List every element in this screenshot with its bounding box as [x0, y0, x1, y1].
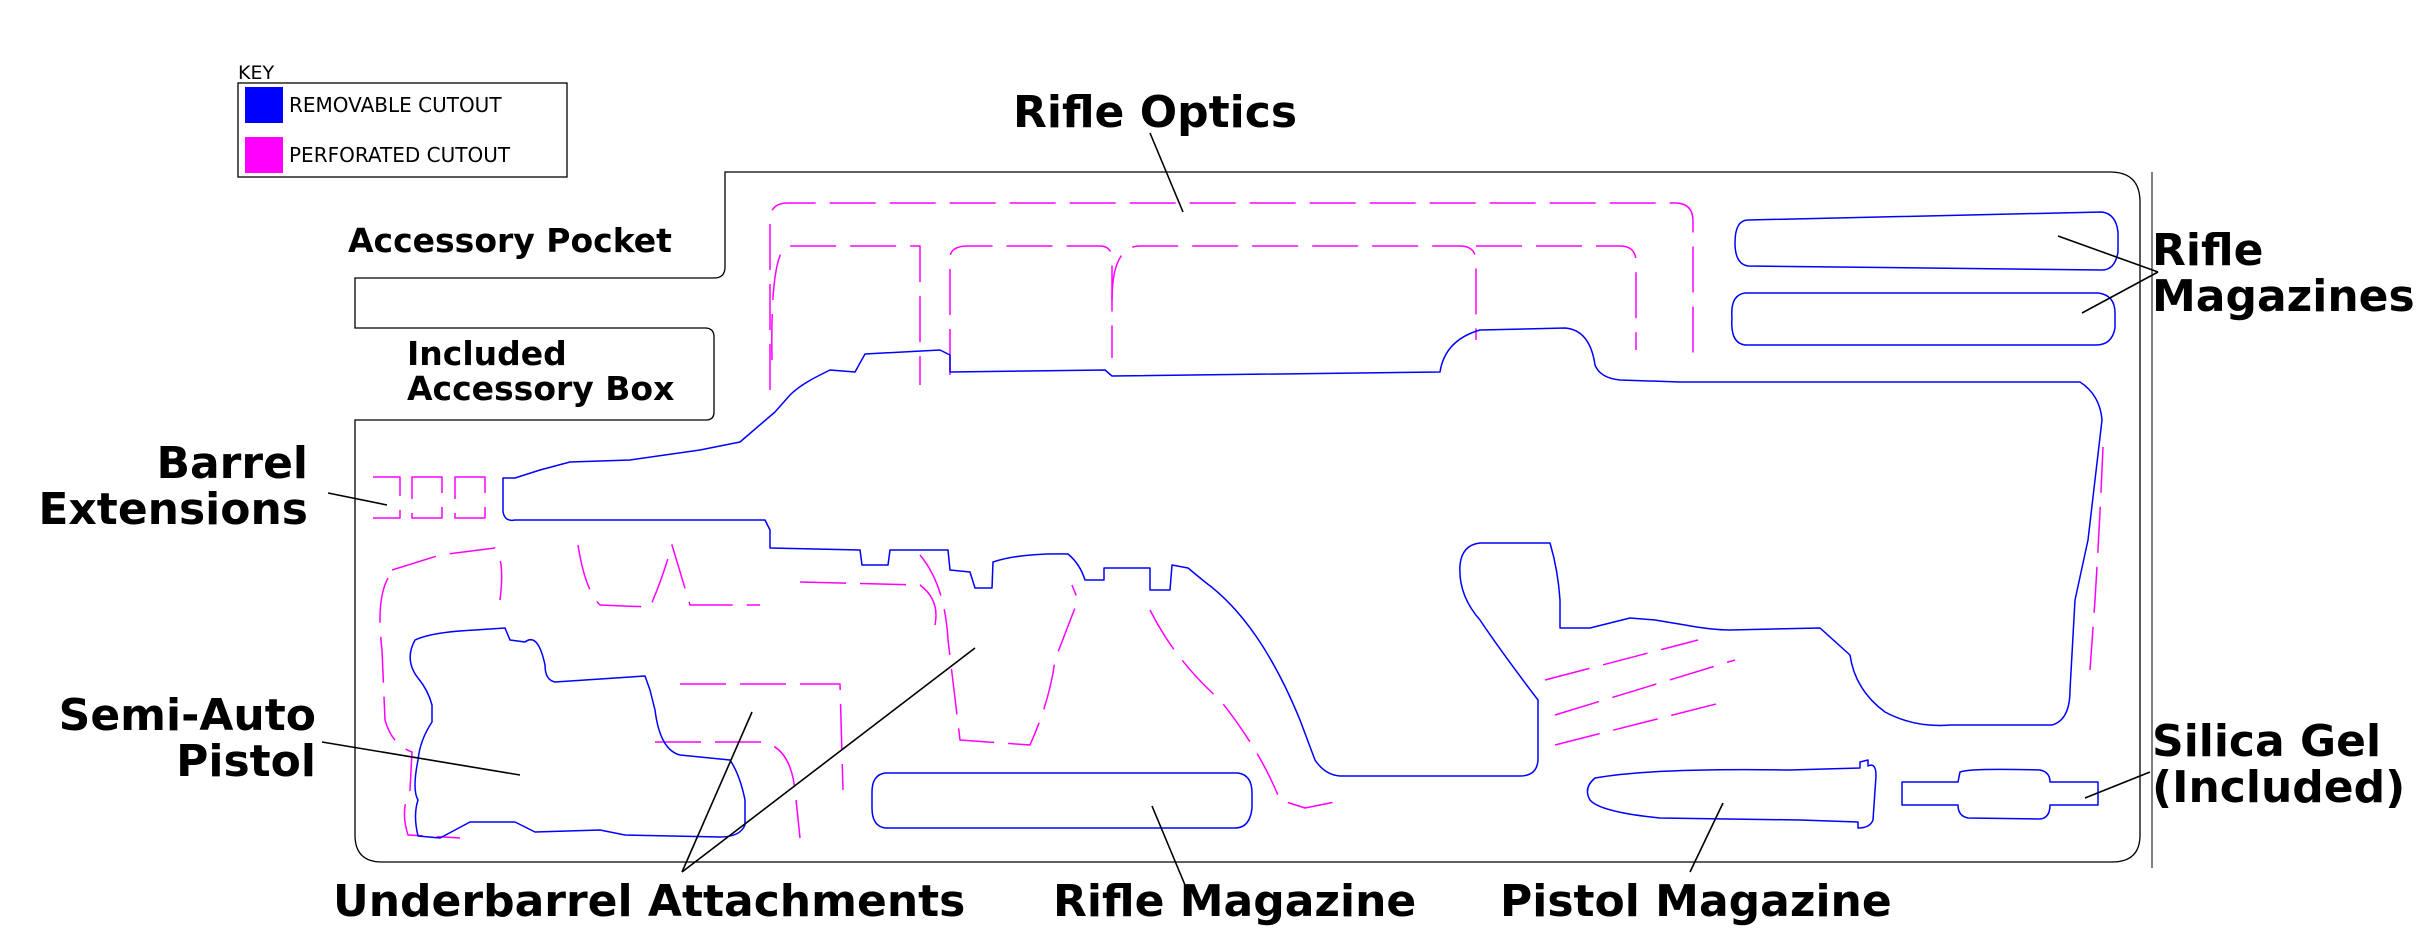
barrel-ext-2: [411, 476, 443, 519]
leader-rifle-mag-bottom: [2081, 271, 2159, 314]
leader-underbarrel-2: [681, 647, 976, 873]
rifle-cutout: [502, 327, 2103, 777]
leader-lines: [321, 132, 2159, 886]
labels: Rifle Optics Accessory Pocket Included A…: [38, 87, 2414, 927]
perforated-key-label: PERFORATED CUTOUT: [289, 143, 511, 167]
trigger-perf: [1149, 609, 1346, 809]
key-title: KEY: [238, 62, 274, 84]
grip-perf: [919, 554, 1079, 746]
label-included-line1: Included: [407, 334, 567, 373]
optics-slot-2: [949, 245, 1113, 375]
underbarrel-perf-2: [680, 683, 844, 791]
label-included-line2: Accessory Box: [407, 369, 674, 408]
optics-slot-3: [1111, 245, 1477, 340]
leader-rifle-optics: [1149, 132, 1184, 213]
underbarrel-perf-1: [577, 544, 760, 608]
perforated-cutouts: [373, 202, 2104, 839]
label-underbarrel: Underbarrel Attachments: [333, 876, 965, 927]
stock-perf-end: [2089, 446, 2104, 671]
leader-rifle-magazine: [1151, 805, 1186, 886]
pistol-cutout: [409, 627, 746, 839]
underbarrel-perf-3: [655, 741, 801, 839]
perforated-swatch: [245, 137, 283, 173]
silica-gel-cutout: [1901, 768, 2099, 820]
label-silica-line2: (Included): [2152, 762, 2405, 813]
leader-barrel: [327, 492, 388, 506]
label-pistol-magazine: Pistol Magazine: [1500, 876, 1892, 927]
case-outline: [354, 171, 2153, 868]
rifle-magazine-top: [1734, 211, 2119, 271]
leader-underbarrel-1: [681, 711, 753, 873]
barrel-ext-3: [454, 476, 486, 519]
label-silica-line1: Silica Gel: [2152, 716, 2381, 767]
barrel-ext-1: [373, 476, 401, 519]
stock-perf-3: [1554, 702, 1721, 746]
key-legend: KEY REMOVABLE CUTOUT PERFORATED CUTOUT: [237, 62, 568, 178]
optics-slot-1: [771, 245, 921, 385]
rifle-magazine-single: [871, 772, 1253, 829]
leader-rifle-mag-top: [2057, 235, 2159, 273]
label-rifle-optics: Rifle Optics: [1013, 87, 1297, 138]
label-barrel-line1: Barrel: [156, 438, 308, 489]
pistol-magazine-cutout: [1586, 759, 1877, 829]
pistol-perf-upper: [391, 547, 503, 601]
pistol-perforation: [379, 577, 461, 839]
label-rifle-mags-line1: Rifle: [2152, 225, 2263, 276]
grip-perf-2: [799, 581, 937, 626]
case-body: [354, 171, 2141, 863]
rifle-magazine-bottom: [1731, 292, 2116, 346]
key-box: [237, 82, 568, 178]
leader-pistol: [321, 741, 521, 776]
label-accessory-pocket: Accessory Pocket: [348, 221, 672, 260]
leader-pistol-magazine: [1689, 802, 1724, 873]
label-rifle-magazine: Rifle Magazine: [1053, 876, 1416, 927]
stock-perf-1: [1544, 639, 1699, 681]
removable-swatch: [245, 87, 283, 123]
leader-silica: [2084, 771, 2151, 799]
optics-slot-4: [1476, 245, 1637, 350]
stock-perf-2: [1554, 659, 1736, 716]
removable-cutouts: [409, 211, 2119, 839]
label-barrel-line2: Extensions: [38, 484, 308, 535]
label-rifle-mags-line2: Magazines: [2152, 271, 2415, 322]
label-pistol-line1: Semi-Auto: [59, 690, 316, 741]
removable-key-label: REMOVABLE CUTOUT: [289, 93, 502, 117]
optics-slot-top: [769, 202, 1694, 390]
label-pistol-line2: Pistol: [176, 736, 316, 787]
